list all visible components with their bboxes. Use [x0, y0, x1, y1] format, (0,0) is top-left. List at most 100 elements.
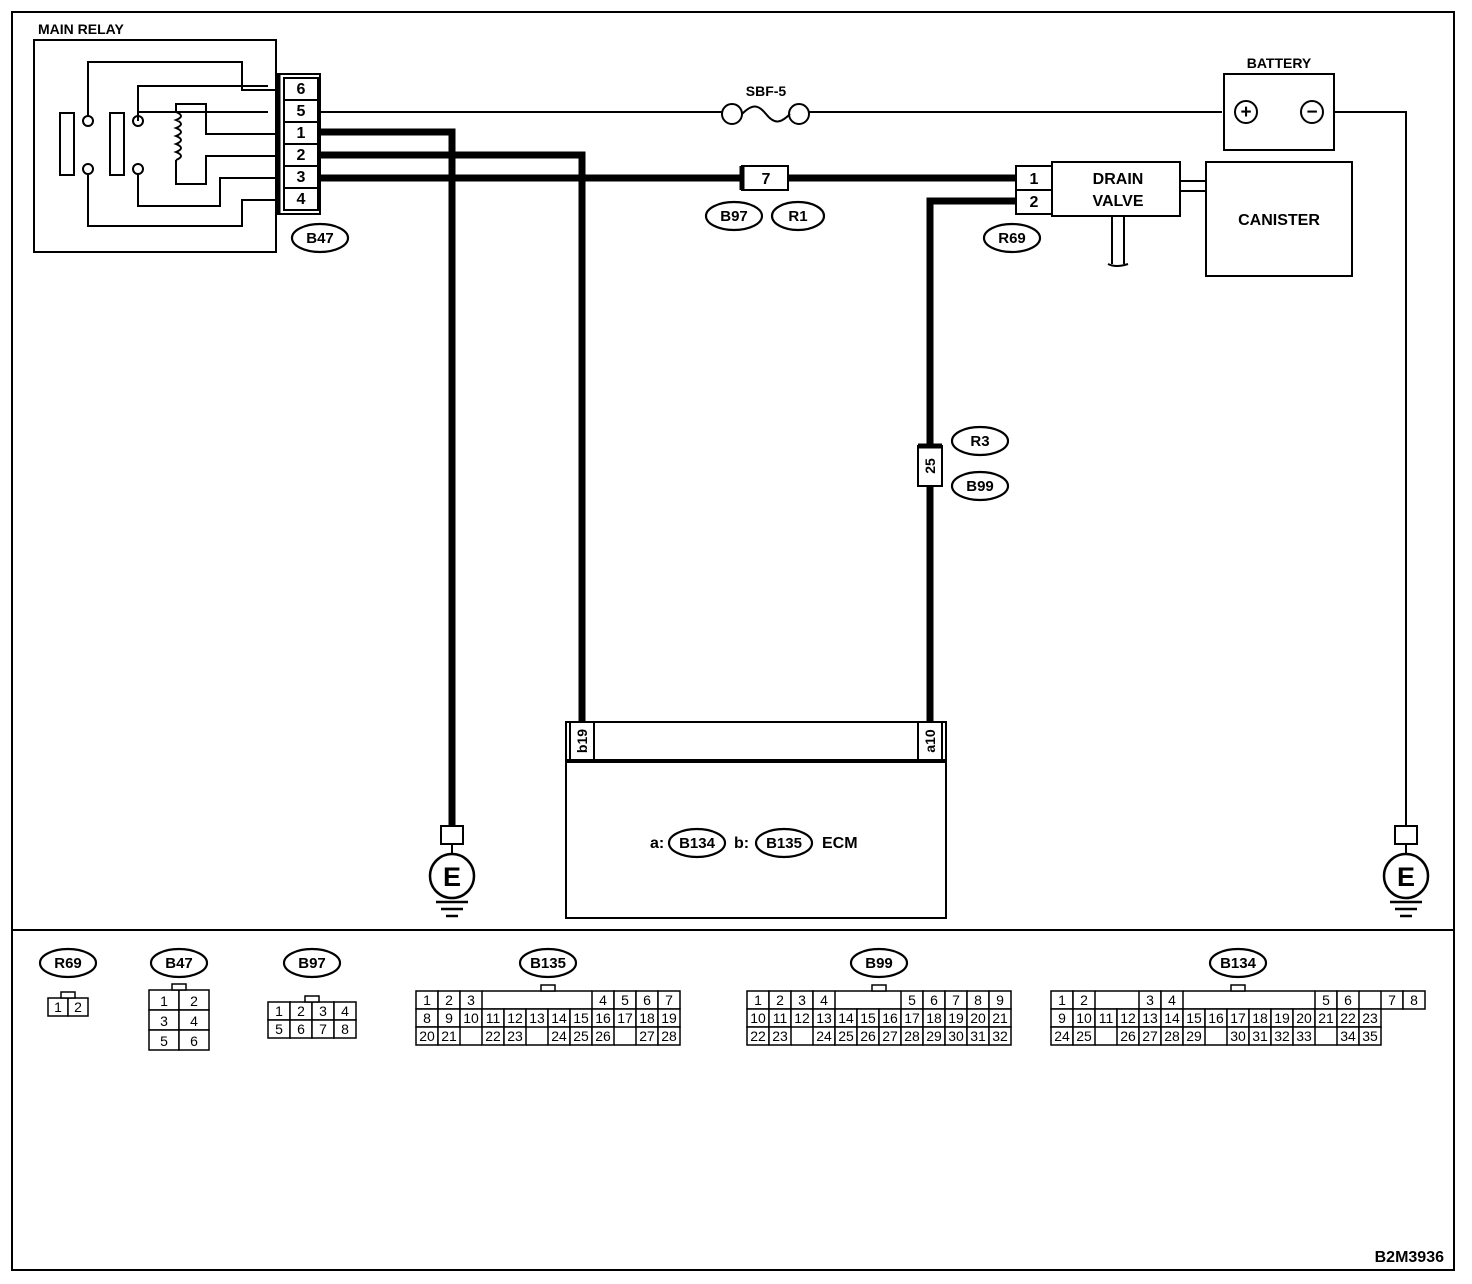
relay-wire: [137, 174, 278, 207]
connector-pin-cell: [988, 1026, 1012, 1046]
fuse-sbf5: SBF-5: [721, 83, 810, 125]
b99-tag: [950, 470, 1010, 502]
drain-valve: 1 2 DRAIN VALVE R69: [982, 161, 1206, 267]
connector-pin-label: 4: [190, 1013, 198, 1029]
connector-pin-label: 31: [970, 1028, 986, 1044]
connector-pin-label: 19: [948, 1010, 964, 1026]
b47-terminal-label: 2: [297, 147, 306, 164]
ground-symbol-label: E: [1397, 862, 1415, 892]
r3-tag: [950, 425, 1010, 457]
ground-lug: [1394, 825, 1418, 845]
inline-connector-7: [741, 165, 789, 191]
wire-drain-valve-r3: [926, 197, 1016, 446]
connector-pin-label: 12: [1120, 1010, 1136, 1026]
fuse-terminal: [788, 103, 810, 125]
connector-pin-label: 1: [275, 1003, 283, 1019]
connector-pin-label: 26: [595, 1028, 611, 1044]
connector-pin-label: 4: [1168, 992, 1176, 1008]
r1-tag: [770, 200, 826, 232]
connector-pin-label: 20: [419, 1028, 435, 1044]
b47-terminal-label: 4: [297, 191, 306, 208]
connector-pin-label: 24: [1054, 1028, 1070, 1044]
connector-pin-cell: [67, 997, 89, 1017]
connector-pin-label: 15: [860, 1010, 876, 1026]
connector-pin-label: 17: [904, 1010, 920, 1026]
connector-view-tag-label: B99: [865, 955, 893, 972]
connector-pin-label: 2: [297, 1003, 305, 1019]
connector-pin-label: 6: [930, 992, 938, 1008]
connector-pin-label: 20: [970, 1010, 986, 1026]
connector-view-tag-label: B97: [298, 955, 326, 972]
inline-connector-r3-b99: 25 R3 B99: [917, 425, 1010, 502]
connector-pin-label: 8: [341, 1021, 349, 1037]
b47-terminal-label: 3: [297, 169, 306, 186]
connector-pin-label: 3: [1146, 992, 1154, 1008]
connector-pin-label: 7: [1388, 992, 1396, 1008]
inline-connector-25-pin: 25: [922, 458, 938, 474]
connector-pin-label: 24: [816, 1028, 832, 1044]
connector-pin-label: 33: [1296, 1028, 1312, 1044]
relay-wire: [87, 174, 278, 227]
connector-pin-label: 16: [882, 1010, 898, 1026]
connector-latch: [871, 984, 887, 992]
connector-view-tag: [849, 947, 909, 979]
connector-pin-label: 1: [754, 992, 762, 1008]
b135-tag: [754, 827, 814, 859]
connector-pin-cell: [503, 1026, 527, 1046]
connector-pin-label: 16: [1208, 1010, 1224, 1026]
ecm-pin-a10-box: [917, 721, 943, 761]
drain-valve-label-line1: DRAIN: [1093, 171, 1144, 188]
wire-terminal2-ecm-b19: [320, 151, 586, 722]
connector-pin-label: 18: [926, 1010, 942, 1026]
relay-wire: [137, 111, 268, 121]
ecm-connector-b-prefix: b:: [734, 835, 749, 852]
b97-tag-label: B97: [720, 208, 748, 225]
connector-pin-label: 27: [882, 1028, 898, 1044]
ground-right: E: [1382, 825, 1430, 918]
connector-latch: [1230, 984, 1246, 992]
ecm-pin-b19-box: [569, 721, 595, 761]
main-relay-housing: [33, 39, 277, 253]
connector-pin-label: 29: [1186, 1028, 1202, 1044]
connector-pin-cell: [657, 1026, 681, 1046]
connector-pin-label: 32: [1274, 1028, 1290, 1044]
connector-pin-label: 2: [190, 993, 198, 1009]
connector-pin-label: 30: [1230, 1028, 1246, 1044]
connector-pin-label: 15: [573, 1010, 589, 1026]
connector-pin-cell: [333, 1019, 357, 1039]
connector-pin-label: 7: [319, 1021, 327, 1037]
canister: CANISTER: [1205, 161, 1353, 277]
r3-tag-label: R3: [970, 433, 989, 450]
connector-pin-label: 5: [908, 992, 916, 1008]
connector-pin-label: 25: [1076, 1028, 1092, 1044]
connector-pin-label: 6: [190, 1033, 198, 1049]
connector-pin-label: 3: [160, 1013, 168, 1029]
ecm-connector-strip: [565, 721, 947, 761]
connector-pin-label: 13: [1142, 1010, 1158, 1026]
diagram-code: B2M3936: [1375, 1249, 1444, 1266]
fuse-terminal: [721, 103, 743, 125]
relay-switch-terminal: [82, 115, 94, 127]
connector-view-tag: [1208, 947, 1268, 979]
b99-tag-label: B99: [966, 478, 994, 495]
connector-pin-label: 19: [1274, 1010, 1290, 1026]
connector-pin-label: 1: [423, 992, 431, 1008]
ground-lug: [440, 825, 464, 845]
connector-pin-label: 32: [992, 1028, 1008, 1044]
connector-pin-label: 22: [1340, 1010, 1356, 1026]
connector-view-tag: [518, 947, 578, 979]
connector-pin-label: 6: [643, 992, 651, 1008]
connector-pin-label: 13: [816, 1010, 832, 1026]
connector-pin-label: 8: [423, 1010, 431, 1026]
canister-label: CANISTER: [1238, 212, 1320, 229]
connector-pin-label: 27: [639, 1028, 655, 1044]
connector-pin-cell: [437, 1026, 461, 1046]
relay-contact-right: [109, 112, 125, 176]
connector-pin-cell: [178, 1029, 210, 1051]
connector-pin-label: 31: [1252, 1028, 1268, 1044]
connector-pin-label: 19: [661, 1010, 677, 1026]
